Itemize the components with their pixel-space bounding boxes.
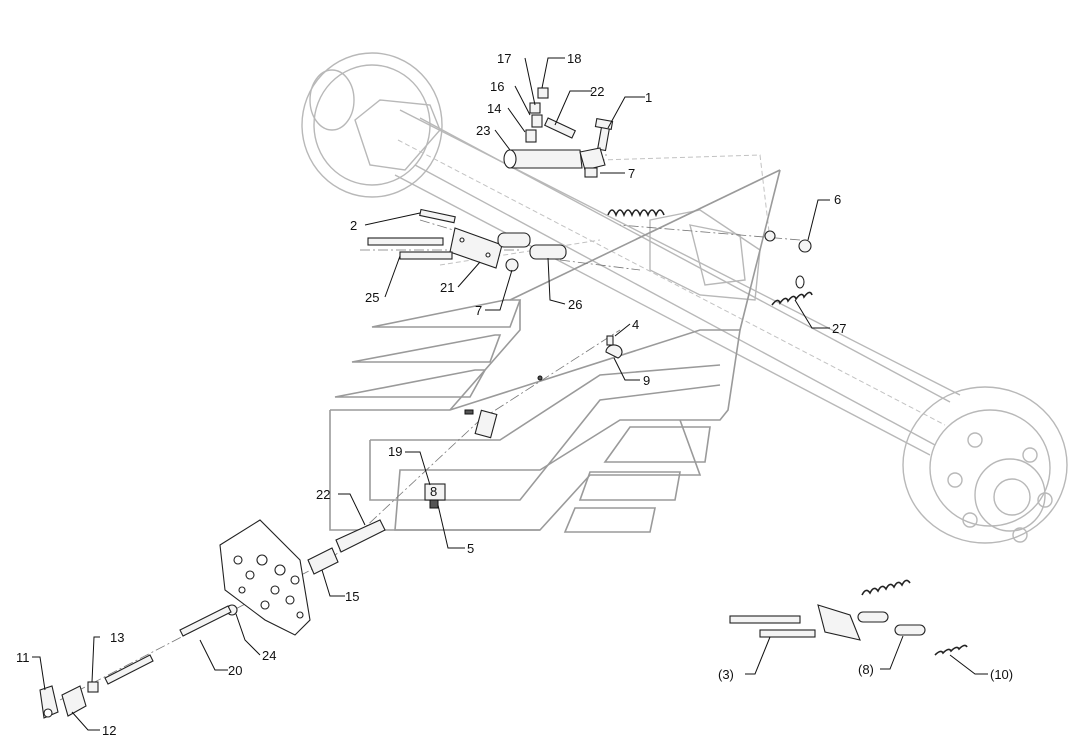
callout-5: 5 xyxy=(467,541,474,556)
callout-10: (10) xyxy=(990,667,1013,682)
spring-27 xyxy=(771,275,813,306)
callout-12: 12 xyxy=(102,723,116,738)
callout-7-lower: 7 xyxy=(475,303,482,318)
callout-4: 4 xyxy=(632,317,639,332)
callout-11: 11 xyxy=(16,650,30,665)
callout-21: 21 xyxy=(440,280,454,295)
callout-14: 14 xyxy=(487,101,501,116)
callout-20: 20 xyxy=(228,663,242,678)
kit-3-8-10 xyxy=(729,579,968,656)
callout-26: 26 xyxy=(568,297,582,312)
callout-9: 9 xyxy=(643,373,650,388)
small-bead xyxy=(537,375,543,381)
callout-18: 18 xyxy=(567,51,581,66)
part-bolt-2 xyxy=(419,208,456,224)
callout-25: 25 xyxy=(365,290,379,305)
callout-3: (3) xyxy=(718,667,734,682)
callout-1: 1 xyxy=(645,90,652,105)
part-plate-21 xyxy=(449,227,503,269)
callout-16: 16 xyxy=(490,79,504,94)
callout-2: 2 xyxy=(350,218,357,233)
part-rod-22-lower xyxy=(335,519,386,553)
callout-23: 23 xyxy=(476,123,490,138)
part-sleeves-26 xyxy=(497,232,567,260)
connector-block-upper xyxy=(464,409,498,439)
callout-6: 6 xyxy=(834,192,841,207)
callout-labels: 1 22 18 17 16 14 23 7 2 25 21 7 26 6 27 … xyxy=(16,51,1013,738)
callout-7-upper: 7 xyxy=(628,166,635,181)
part-nut-7-lower xyxy=(505,258,519,272)
part-nut-7-upper xyxy=(584,167,598,178)
callout-22-upper: 22 xyxy=(590,84,604,99)
part-plate-perforated xyxy=(219,519,311,636)
part-12-boot xyxy=(61,685,87,717)
part-nut-6 xyxy=(764,230,812,253)
axle-ghost xyxy=(301,52,1068,544)
callout-27: 27 xyxy=(832,321,846,336)
callout-15: 15 xyxy=(345,589,359,604)
connector-block-19 xyxy=(424,483,446,509)
callout-19: 19 xyxy=(388,444,402,459)
callout-22-lower: 22 xyxy=(316,487,330,502)
callout-13: 13 xyxy=(110,630,124,645)
part-shaft-20 xyxy=(104,605,232,685)
spring-upper xyxy=(607,209,665,218)
part-bolts-25 xyxy=(367,237,453,260)
callout-8: 8 xyxy=(430,484,437,499)
fittings-14-18 xyxy=(525,87,549,143)
part-rod-22-upper xyxy=(543,117,577,139)
chevron-ghost xyxy=(329,169,781,533)
part-cylinder-23 xyxy=(503,147,606,171)
callout-17: 17 xyxy=(497,51,511,66)
part-11-clevis xyxy=(39,685,59,719)
part-4-9 xyxy=(605,335,623,359)
part-coupler-15 xyxy=(307,547,339,575)
callout-8-kit: (8) xyxy=(858,662,874,677)
part-13 xyxy=(87,681,99,693)
leader-lines xyxy=(32,57,988,731)
callout-24: 24 xyxy=(262,648,276,663)
